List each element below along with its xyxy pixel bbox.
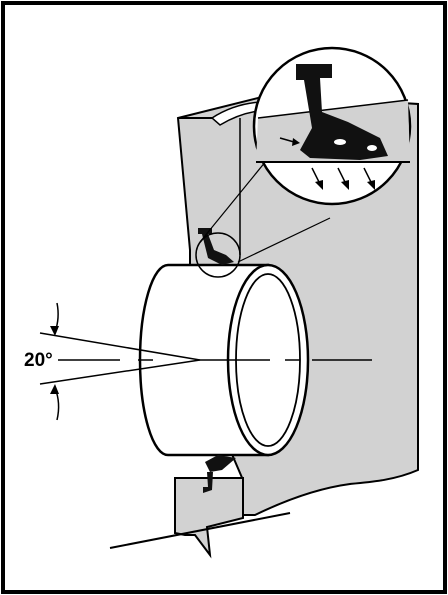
angle-line-lower [39,359,201,385]
leader-line-left [199,149,276,243]
detail-tool-hole-2 [367,145,377,151]
detail-feed-arrow-icon [292,138,300,146]
detail-cutting-tool-icon [296,64,388,160]
magnified-detail [252,46,412,206]
bottom-cut-line [109,512,291,549]
leader-line-right [237,217,331,263]
detail-upper-line [257,99,409,119]
angle-line-upper [39,332,201,361]
angle-arrowhead-upper [50,326,59,336]
detail-tool-hole-1 [334,139,346,145]
upper-cutting-tool-icon [198,228,234,265]
angle-arrowhead-lower [50,384,59,394]
angle-label: 20° [24,350,53,371]
lower-cutting-tool-icon [203,455,236,493]
upper-detail-circle [195,232,241,278]
lower-stock-block [174,477,244,559]
